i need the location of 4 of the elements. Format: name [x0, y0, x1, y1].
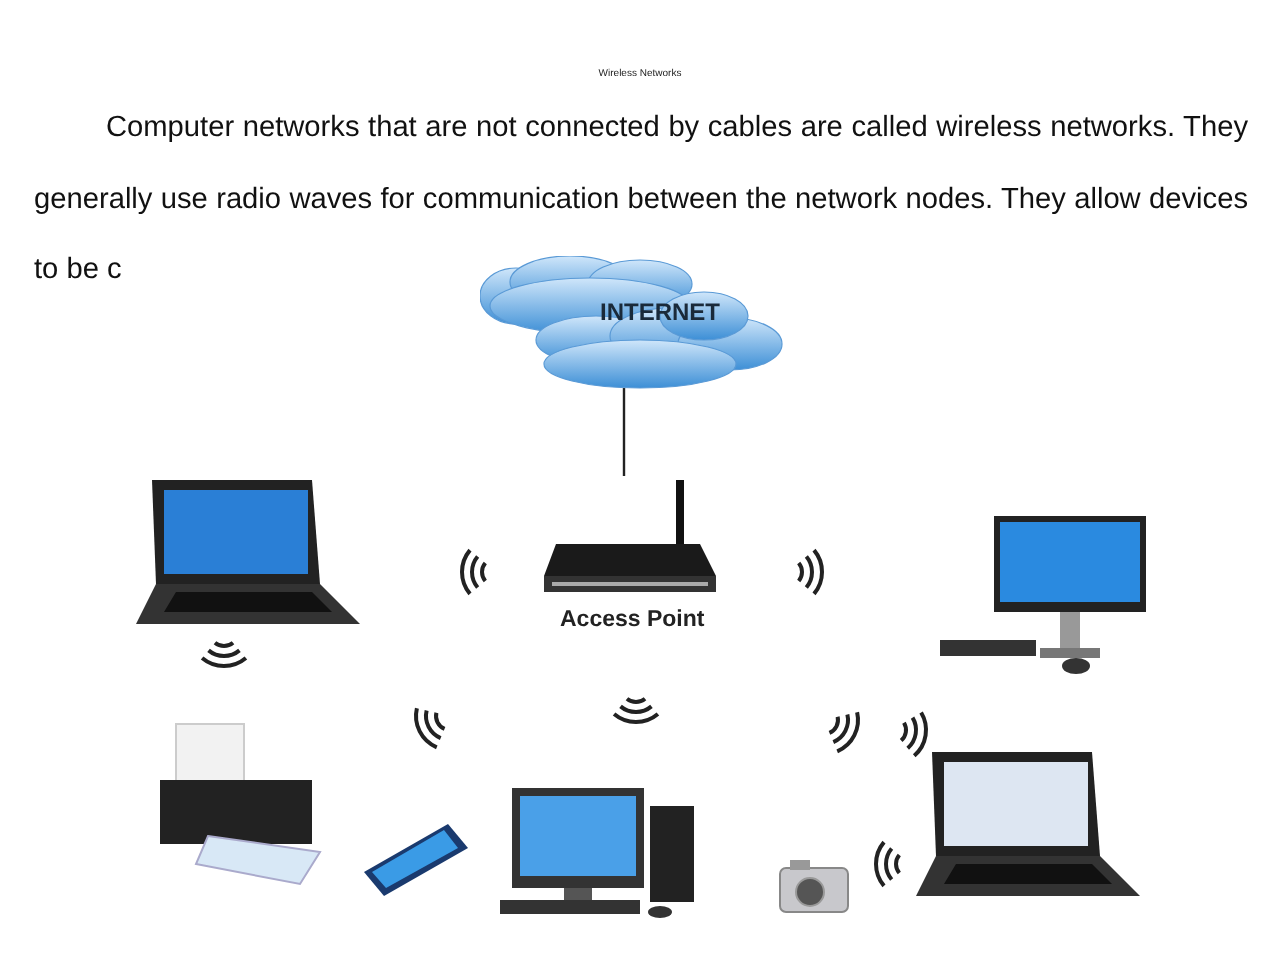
- connector-line: [622, 388, 626, 476]
- paragraph: Computer networks that are not connected by cables are called wireless networks. They generally use radio waves for communication between the network nodes. They allow devices to be c: [34, 110, 1248, 290]
- device-label: Access Point: [560, 608, 705, 632]
- cloud-label: INTERNET: [600, 298, 720, 326]
